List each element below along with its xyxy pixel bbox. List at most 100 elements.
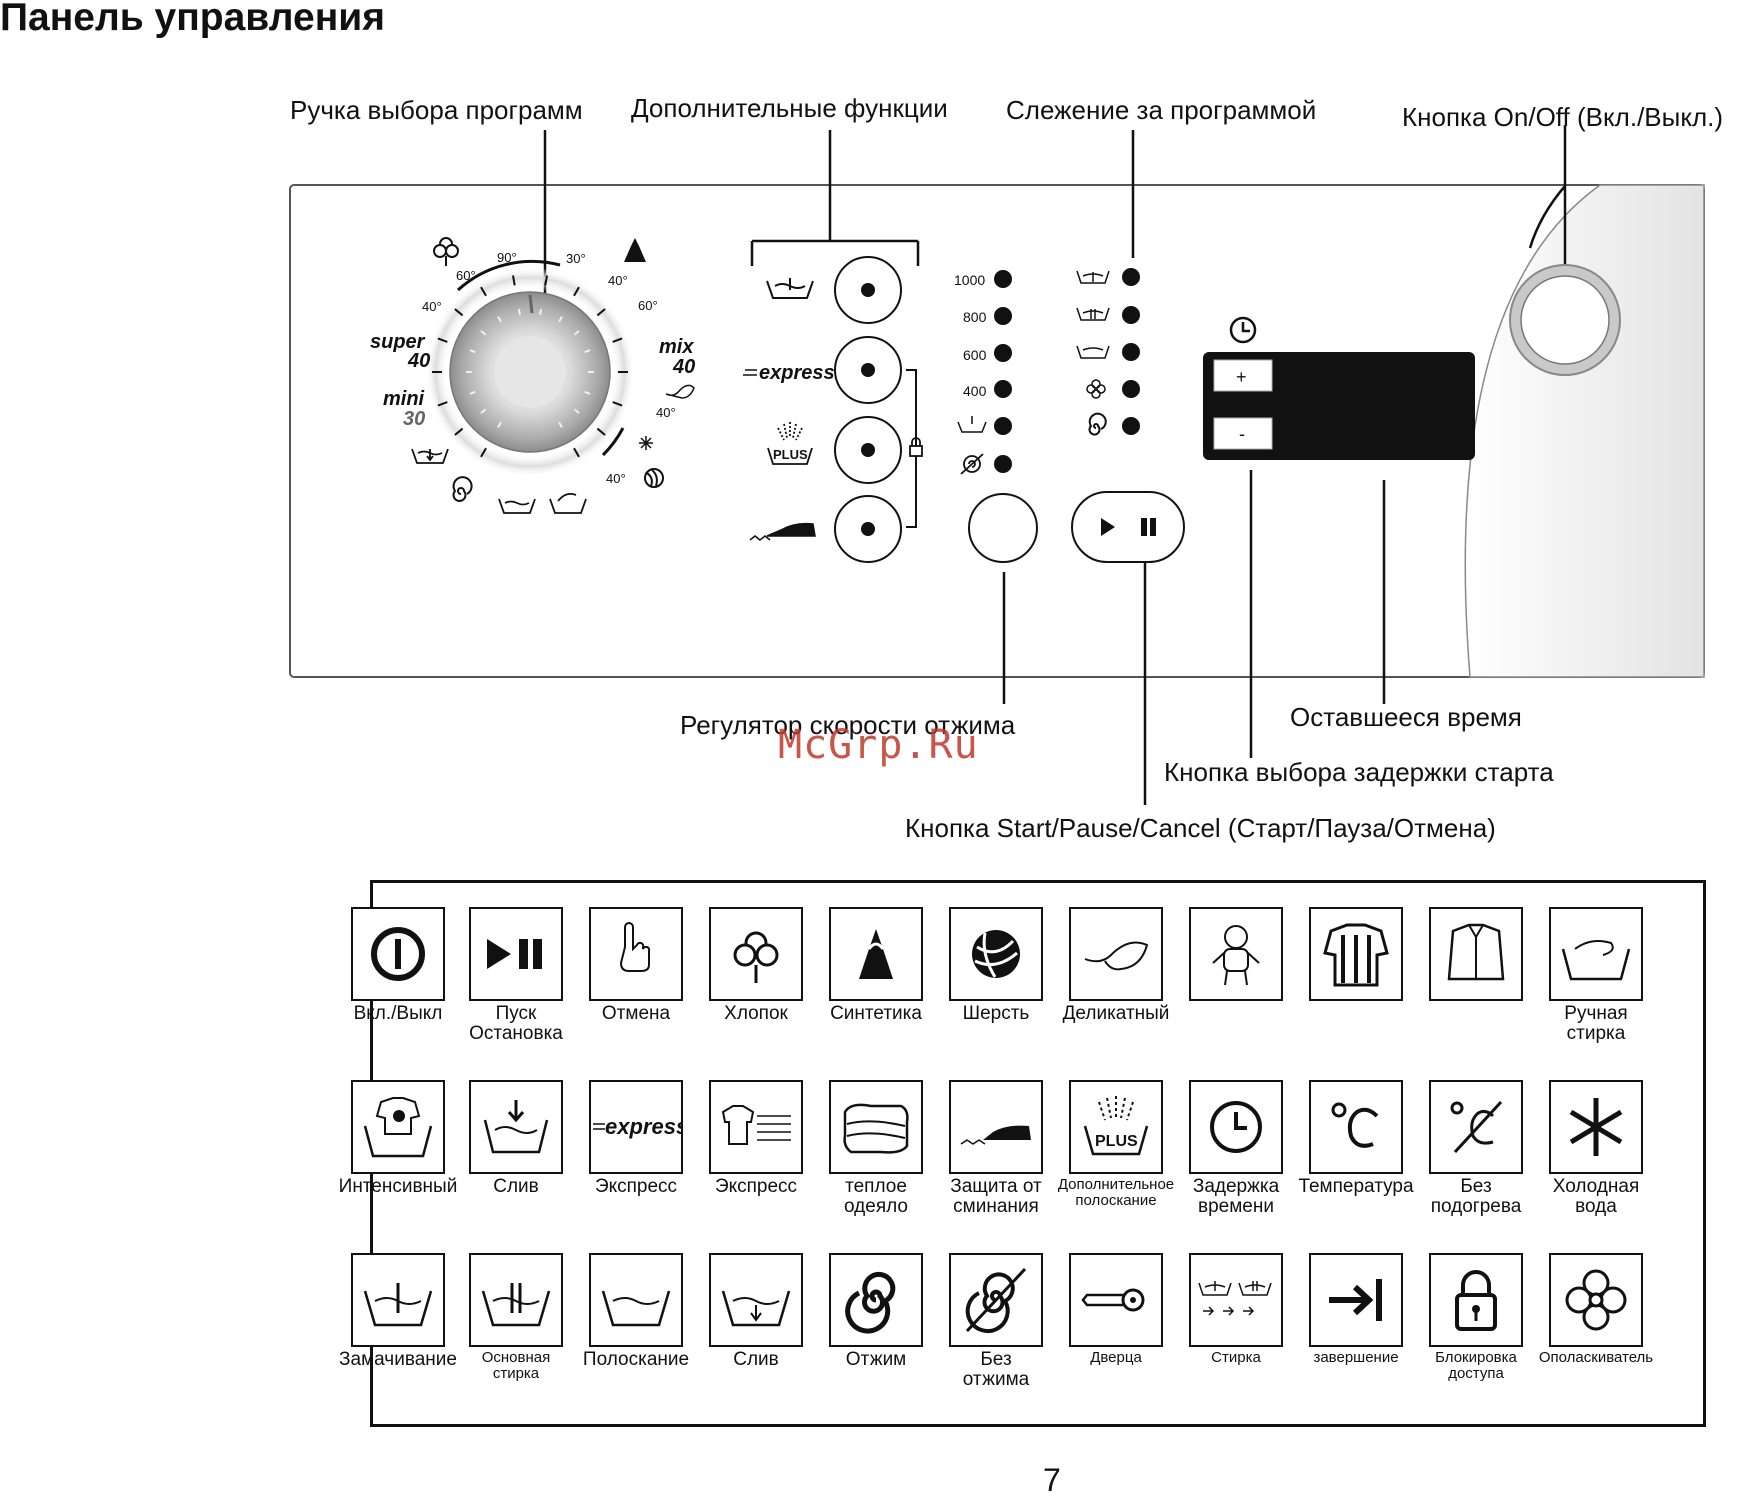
start-pause-button[interactable] [1071,491,1185,563]
legend-item-label: Синтетика [830,1003,922,1024]
legend-item-label: завершение [1313,1349,1399,1366]
lock-indicator-icon [909,437,923,457]
control-panel-diagram: 40° 60° 90° 30° 40° 60° 40° 40° super 40… [289,125,1705,805]
legend-item-label: Без отжима [962,1349,1030,1390]
legend-item: Задержка времени [1176,1080,1296,1217]
callout-delay-start: Кнопка выбора задержки старта [1164,757,1554,787]
synthetic-icon [624,238,646,262]
dial-inner-tick [584,390,591,395]
dial-tick [480,447,487,458]
legend-item [1416,907,1536,1004]
legend-item: Дверца [1056,1253,1176,1366]
plus-option-label: PLUS [773,447,808,462]
legend-item: Пуск Остановка [456,907,576,1044]
clock-icon [1189,1080,1283,1174]
legend-item-label: Защита от сминания [950,1176,1042,1217]
dial-tick [596,308,606,317]
dial-tick [612,337,623,343]
dial-mini-2: 30 [403,408,425,430]
callout-program-tracking: Слежение за программой [1006,95,1317,125]
legend-item-label: Хлопок [724,1003,788,1024]
legend-item-label: Слив [493,1176,539,1197]
symbol-legend: Вкл./Выкл Пуск Остановка Отмена Хлопок Синте… [339,880,1706,1427]
legend-item-label: Пуск Остановка [469,1003,563,1044]
legend-item: Хлопок [696,907,816,1024]
callout-program-knob: Ручка выбора программ [290,95,583,125]
legend-item-label: Экспресс [714,1176,798,1197]
legend-item: Отжим [816,1253,936,1370]
legend-item: Слив [696,1253,816,1370]
delay-plus-button[interactable] [1213,359,1273,392]
extra-function-led [861,283,875,297]
legend-item-label: Задержка времени [1192,1176,1280,1217]
express-option-label: express [759,362,835,384]
wool-icon [644,468,664,488]
dial-temp-left-0: 40° [422,299,442,314]
handwash-dial-icon [549,492,587,514]
legend-item: Полоскание [576,1253,696,1370]
legend-item: Слив [456,1080,576,1197]
legend-item: Защита от сминания [936,1080,1056,1217]
legend-item-label: Интенсивный [338,1176,458,1197]
legend-item: Шерсть [936,907,1056,1024]
spin-icon [829,1253,923,1347]
delay-plus-label: + [1236,367,1247,387]
express-shirt-icon [709,1080,803,1174]
delay-minus-button[interactable] [1213,417,1273,450]
clock-icon [1229,316,1257,344]
callout-extra-functions: Дополнительные функции [631,93,948,123]
dial-wool-temp: 40° [606,471,626,486]
spin-speed-1000: 1000 [954,272,985,288]
extra-functions-buttons: express PLUS [743,256,923,563]
legend-item-label: Отмена [601,1003,671,1024]
power-icon [351,907,445,1001]
legend-item-label: Без подогрева [1430,1176,1522,1217]
callout-start-pause: Кнопка Start/Pause/Cancel (Старт/Пауза/О… [905,813,1496,843]
dial-tick [573,286,580,297]
dial-temp-right-2: 60° [638,298,658,313]
legend-item: Блокировка доступа [1416,1253,1536,1382]
legend-item-label: Экспресс [594,1176,678,1197]
dial-inner-tick [584,349,591,354]
dial-super-1: super [370,331,426,353]
express-icon: express [589,1080,683,1174]
drain-dial-icon [411,448,449,464]
legend-item-label: Ополаскиватель [1538,1349,1654,1366]
snowflake-icon [639,436,653,450]
program-tracking-leds [1076,268,1140,436]
spin-speed-button[interactable] [968,493,1038,563]
dial-inner-tick [497,421,502,428]
cotton-icon [709,907,803,1001]
drain-small-icon [709,1253,803,1347]
express-option-icon: express [743,362,835,384]
soak-option-icon [766,278,814,299]
synthetic-icon [829,907,923,1001]
dial-tick [612,401,623,407]
blanket-icon [829,1080,923,1174]
legend-item-label: Вкл./Выкл [353,1003,443,1024]
plus-option-icon: PLUS [767,422,813,465]
legend-item-label: теплое одеяло [844,1176,908,1217]
legend-item: теплое одеяло [816,1080,936,1217]
legend-item-label: Дверца [1090,1349,1142,1366]
delicate-icon [665,384,695,399]
legend-item [1296,907,1416,1004]
dial-mini-1: mini [383,388,425,410]
dial-inner-tick [558,421,563,428]
anti-crease-option-icon [749,522,816,541]
softener-icon [1549,1253,1643,1347]
soak-icon [351,1253,445,1347]
legend-item: Замачивание [338,1253,458,1370]
legend-item: Синтетика [816,907,936,1024]
no-spin-led-icon [960,453,984,475]
dial-tick [480,286,487,297]
legend-item-label: Блокировка доступа [1435,1349,1517,1382]
dial-tick [511,275,516,286]
spin-speed-600: 600 [963,347,987,363]
legend-item-label: Ручная стирка [1564,1003,1628,1044]
spin-speed-leds: 1000 800 600 400 [954,270,1012,475]
hand-pointer-icon [589,907,683,1001]
play-icon [1101,518,1115,536]
lock-icon [1429,1253,1523,1347]
spin-speed-400: 400 [963,383,987,399]
